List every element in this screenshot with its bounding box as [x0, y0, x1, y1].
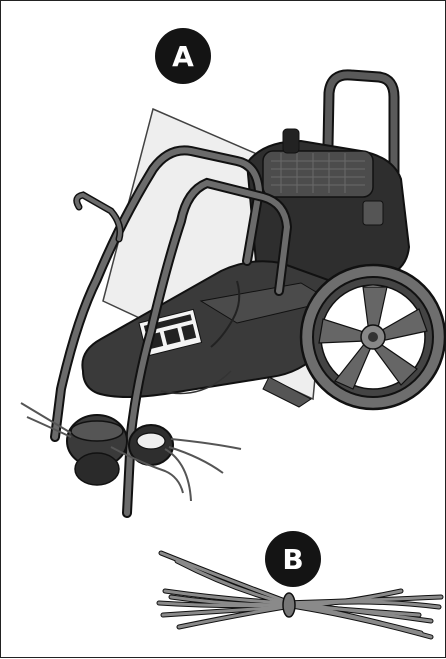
callout-a-label: A [155, 28, 211, 84]
callout-b-label: B [265, 531, 321, 587]
